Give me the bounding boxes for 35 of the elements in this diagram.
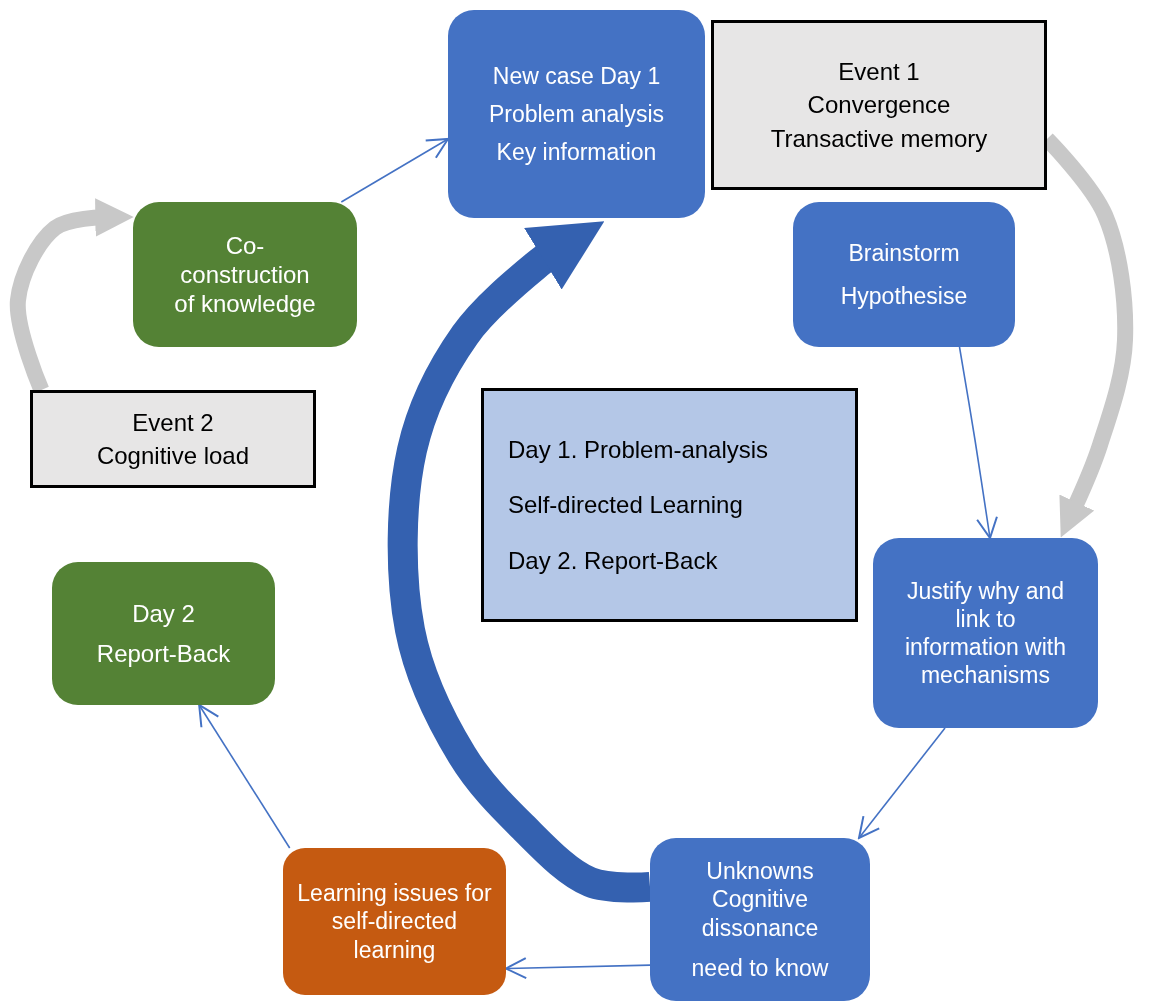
box-label: Event 1 (838, 57, 920, 87)
box-label: need to know (691, 953, 829, 982)
box-label: Day 2 (132, 599, 195, 629)
box-label: Event 2 (132, 407, 214, 437)
process-box (448, 10, 705, 218)
box-label: Problem analysis (488, 99, 665, 128)
box-label: Report-Back (96, 638, 231, 668)
arrow (340, 137, 449, 203)
arrow (958, 346, 998, 539)
event-box (711, 20, 1047, 190)
arrow (858, 727, 946, 839)
arrow (505, 957, 651, 980)
box-label: Transactive memory (770, 123, 988, 153)
box-label: Self-directed Learning (508, 490, 743, 520)
box-label: Learning issues for self-directed learning (296, 879, 493, 964)
box-label: Unknowns Cognitive dissonance (700, 857, 820, 942)
box-label: Convergence (807, 90, 951, 120)
arrow (198, 704, 291, 849)
box-label: Brainstorm (848, 239, 960, 268)
box-label: Justify why and link to information with mechanisms (903, 576, 1068, 690)
summary-box (481, 388, 858, 622)
box-label: Key information (496, 138, 657, 167)
process-box (793, 202, 1015, 347)
box-label: Day 2. Report-Back (508, 545, 718, 575)
box-label: Day 1. Problem-analysis (508, 435, 769, 465)
process-box (133, 202, 357, 347)
box-label: Hypothesise (840, 281, 968, 310)
box-label: New case Day 1 (492, 61, 661, 90)
process-box (873, 538, 1098, 728)
process-box (650, 838, 870, 1001)
box-label: Cognitive load (96, 441, 250, 471)
process-box (52, 562, 275, 705)
box-label: Co-construction of knowledge (173, 230, 317, 319)
process-box (283, 848, 506, 995)
event-box (30, 390, 316, 488)
